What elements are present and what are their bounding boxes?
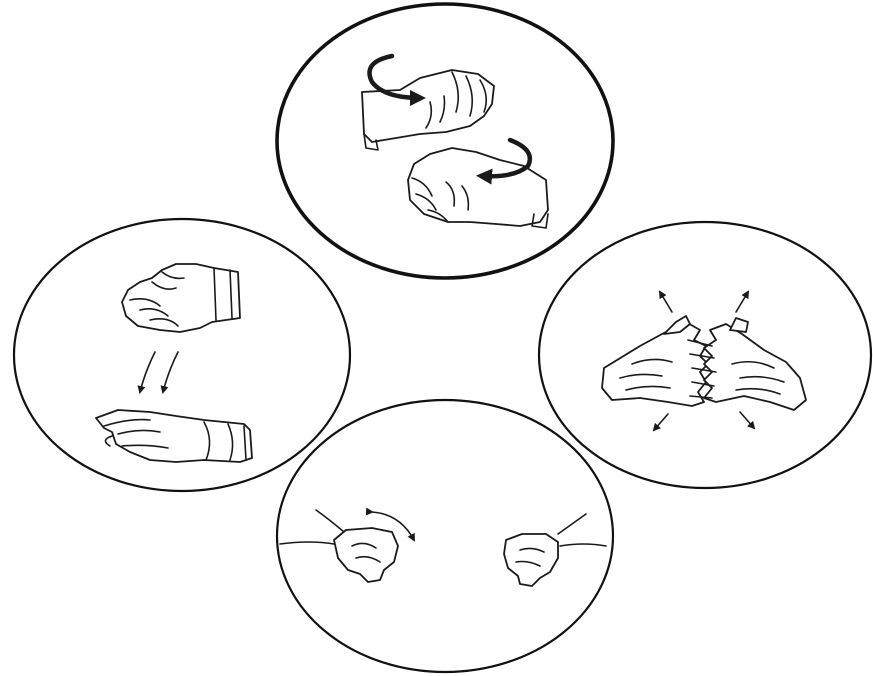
panel-left [14, 219, 350, 491]
panel-top-frame [277, 4, 613, 278]
panel-bottom-frame [277, 400, 613, 672]
panel-top [277, 4, 613, 278]
panel-right-frame [539, 222, 871, 488]
panel-right [539, 222, 871, 488]
panel-bottom [277, 400, 613, 672]
